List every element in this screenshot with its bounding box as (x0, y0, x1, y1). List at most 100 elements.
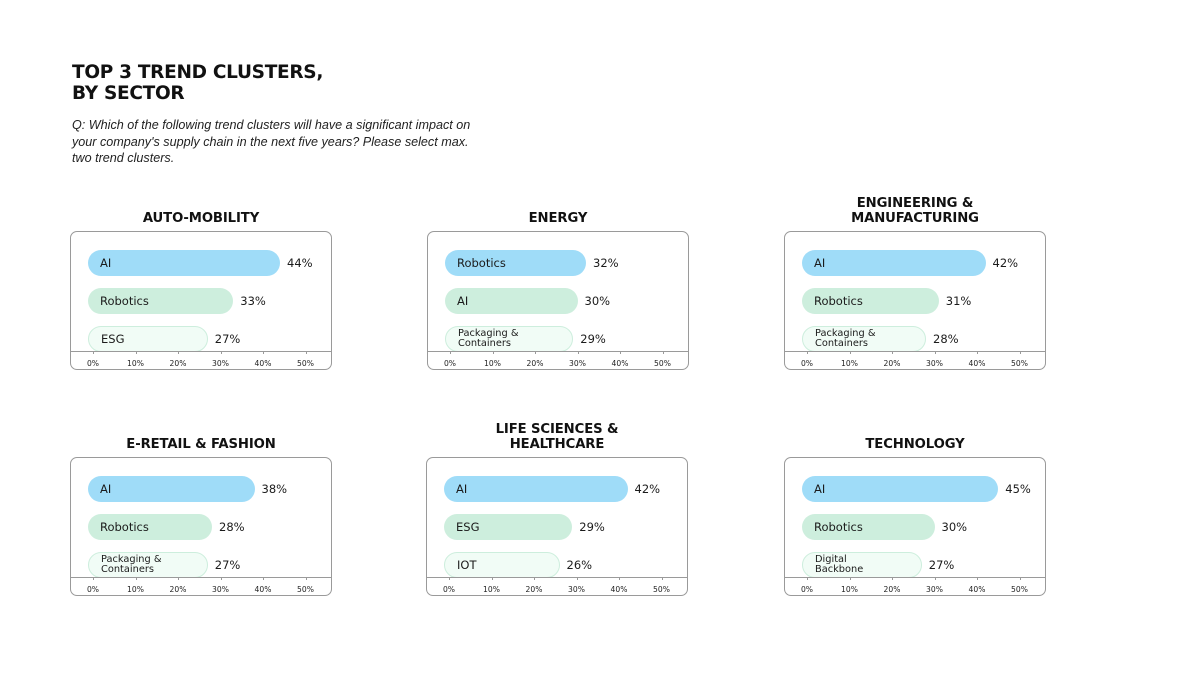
tick-label: 40% (254, 359, 272, 368)
axis-tick (620, 351, 621, 354)
tick-label: 50% (1011, 359, 1028, 368)
chart-frame (70, 457, 332, 596)
tick-label: 20% (169, 359, 187, 368)
bar: Robotics (802, 514, 935, 540)
bar: ESG (88, 326, 208, 352)
tick-label: 0% (86, 359, 100, 368)
bar: Robotics (88, 288, 234, 314)
tick-label: 40% (254, 585, 272, 594)
chart-title: ENERGY (528, 211, 588, 226)
tick-label: 0% (442, 585, 456, 594)
tick-label: 50% (297, 585, 314, 594)
bar: AI (444, 476, 628, 502)
axis-tick (576, 577, 578, 580)
axis-tick (661, 577, 663, 580)
x-axis (784, 577, 1046, 578)
axis-tick (934, 351, 936, 354)
tick-label: 30% (212, 359, 229, 368)
tick-label: 0% (800, 359, 814, 368)
axis-tick (491, 577, 493, 580)
value-label: 27% (214, 558, 241, 572)
tick-label: 40% (968, 359, 986, 368)
value-label: 27% (928, 558, 955, 572)
tick-label: 30% (569, 359, 586, 368)
axis-tick (1019, 351, 1021, 354)
value-label: 28% (933, 332, 959, 346)
value-label: 27% (214, 332, 241, 346)
tick-label: 20% (526, 359, 544, 368)
tick-label: 20% (883, 585, 901, 594)
value-label: 42% (634, 482, 661, 496)
tick-label: 10% (484, 359, 501, 368)
page-title: TOP 3 TREND CLUSTERS, BY SECTOR (72, 62, 324, 104)
chart-title: ENGINEERING & MANUFACTURING (851, 196, 979, 226)
value-label: 45% (1005, 482, 1031, 496)
tick-label: 50% (1011, 585, 1028, 594)
axis-tick (934, 577, 936, 580)
axis-tick (619, 577, 620, 580)
sector-chart: ENGINEERING & MANUFACTURING AI 42% Robotics… (784, 196, 1046, 381)
bar: Packaging & Containers (802, 326, 926, 352)
value-label: 42% (992, 256, 1019, 270)
tick-label: 30% (926, 585, 943, 594)
axis-tick (220, 351, 222, 354)
tick-label: 50% (654, 359, 671, 368)
chart-title: E-RETAIL & FASHION (126, 437, 276, 452)
chart-title: AUTO-MOBILITY (142, 211, 260, 226)
chart-frame (784, 231, 1046, 370)
bar: Packaging & Containers (88, 552, 208, 578)
axis-tick (220, 577, 222, 580)
value-label: 30% (584, 294, 611, 308)
tick-label: 50% (653, 585, 670, 594)
value-label: 33% (240, 294, 266, 308)
tick-label: 40% (610, 585, 628, 594)
bar: AI (802, 250, 986, 276)
axis-tick (450, 351, 451, 354)
tick-label: 40% (611, 359, 629, 368)
tick-label: 10% (127, 359, 144, 368)
tick-label: 10% (841, 585, 858, 594)
bar: ESG (444, 514, 573, 540)
bar: Robotics (445, 250, 586, 276)
tick-label: 10% (127, 585, 144, 594)
axis-tick (93, 351, 94, 354)
bar: Robotics (802, 288, 939, 314)
tick-label: 10% (841, 359, 858, 368)
value-label: 32% (593, 256, 619, 270)
value-label: 26% (566, 558, 593, 572)
axis-tick (263, 577, 264, 580)
bar: Robotics (88, 514, 212, 540)
bar: AI (445, 288, 578, 314)
axis-tick (305, 577, 307, 580)
value-label: 29% (579, 520, 605, 534)
axis-tick (977, 351, 978, 354)
chart-frame (426, 457, 688, 596)
bar: Packaging & Containers (445, 326, 574, 352)
axis-tick (662, 351, 664, 354)
axis-tick (849, 351, 851, 354)
tick-label: 30% (568, 585, 585, 594)
axis-tick (577, 351, 579, 354)
axis-tick (178, 577, 179, 580)
x-axis (427, 351, 689, 352)
value-label: 30% (941, 520, 968, 534)
x-axis (70, 351, 332, 352)
chart-frame (427, 231, 689, 370)
value-label: 29% (580, 332, 606, 346)
axis-tick (492, 351, 494, 354)
tick-label: 30% (212, 585, 229, 594)
bar: AI (88, 476, 255, 502)
tick-label: 30% (926, 359, 943, 368)
survey-question: Q: Which of the following trend clusters… (72, 118, 471, 165)
x-axis (426, 577, 688, 578)
axis-tick (93, 577, 94, 580)
x-axis (70, 577, 332, 578)
axis-tick (535, 351, 536, 354)
tick-label: 50% (297, 359, 314, 368)
x-axis (784, 351, 1046, 352)
axis-tick (135, 577, 137, 580)
